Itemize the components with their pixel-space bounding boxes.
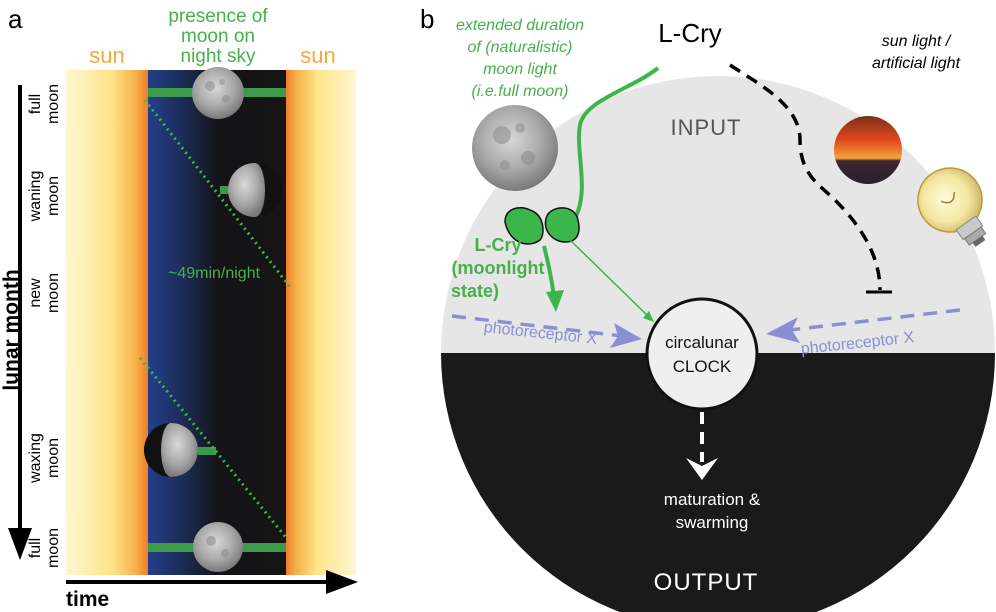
svg-text:full: full <box>27 538 44 558</box>
sunlight-text-line2: artificial light <box>872 55 961 72</box>
lcry-state-icon <box>504 207 580 245</box>
moonlight-text-line2: of (naturalistic) <box>468 39 573 56</box>
lcry-to-clock-arrowhead <box>643 311 654 322</box>
sun-label-right: sun <box>300 43 335 68</box>
svg-text:moon: moon <box>45 528 62 568</box>
moon-presence-bar-waxing <box>198 447 216 455</box>
svg-text:new: new <box>27 278 44 308</box>
output-arrowhead <box>686 458 718 480</box>
svg-text:moon: moon <box>45 438 62 478</box>
svg-text:moon: moon <box>45 84 62 124</box>
sunlight-text-line1: sun light / <box>882 33 952 50</box>
panel-a-label: a <box>8 4 23 34</box>
lcry-state-line2: (moonlight <box>452 258 545 278</box>
inhibition-line <box>729 63 882 291</box>
y-axis-label: lunar month <box>0 269 23 390</box>
lcry-to-clock-arrow <box>569 239 651 319</box>
moonlight-text-line1: extended duration <box>456 17 584 34</box>
daylight-band-right <box>286 70 356 575</box>
svg-text:full: full <box>27 94 44 114</box>
daylight-band-left <box>66 70 148 575</box>
svg-text:waning: waning <box>27 171 44 223</box>
moon-presence-label-line2: moon on <box>181 26 255 47</box>
lcry-pathway-line <box>573 66 660 219</box>
lcry-state-line3: state) <box>451 281 499 301</box>
output-half <box>441 353 995 612</box>
input-label: INPUT <box>671 115 742 140</box>
svg-text:waxing: waxing <box>27 433 44 484</box>
full-moon-icon <box>192 67 244 119</box>
full-moon-icon-2 <box>193 522 243 572</box>
x-axis-arrowhead <box>326 570 358 594</box>
phase-label-full-top: full moon <box>27 84 62 124</box>
y-axis-arrowhead <box>8 528 32 560</box>
night-band <box>148 70 286 575</box>
panel-b-label: b <box>420 4 434 34</box>
lcry-down-arrowhead <box>546 290 564 312</box>
photoreceptor-left-arrow <box>451 314 623 338</box>
circalunar-clock <box>645 297 759 411</box>
full-moon-photo-icon <box>472 105 558 191</box>
photoreceptor-right-arrow <box>789 308 961 332</box>
svg-text:moon: moon <box>45 273 62 313</box>
lcry-state-line1: L-Cry <box>474 235 521 255</box>
svg-text:moon: moon <box>45 176 62 216</box>
outcome-line1: maturation & <box>664 490 761 509</box>
shift-label: ~49min/night <box>168 265 261 282</box>
phase-label-waxing: waxing moon <box>27 433 62 484</box>
moon-presence-label-line3: night sky <box>181 46 256 67</box>
phase-label-new: new moon <box>27 273 62 313</box>
waxing-moon-icon <box>144 423 198 477</box>
phase-label-waning: waning moon <box>27 171 62 223</box>
moonlight-text-line4: (i.e.full moon) <box>472 83 569 100</box>
phase-label-full-bottom: full moon <box>27 528 62 568</box>
moon-presence-bar-waning <box>220 186 234 194</box>
x-axis-label: time <box>66 588 109 611</box>
photoreceptor-right-arrowhead <box>766 317 800 343</box>
clock-label-line2: CLOCK <box>673 357 732 376</box>
moon-presence-label-line1: presence of <box>168 6 268 27</box>
light-bulb-icon <box>917 167 987 247</box>
output-label: OUTPUT <box>654 569 759 596</box>
sun-label-left: sun <box>89 43 124 68</box>
clock-label-line1: circalunar <box>665 333 739 352</box>
waning-moon-icon <box>228 163 282 217</box>
sunset-photo-icon <box>834 116 902 184</box>
photoreceptor-left-arrowhead <box>610 323 642 348</box>
outcome-line2: swarming <box>676 513 749 532</box>
lcry-top-label: L-Cry <box>658 18 722 48</box>
moonlight-text-line3: moon light <box>483 61 557 78</box>
